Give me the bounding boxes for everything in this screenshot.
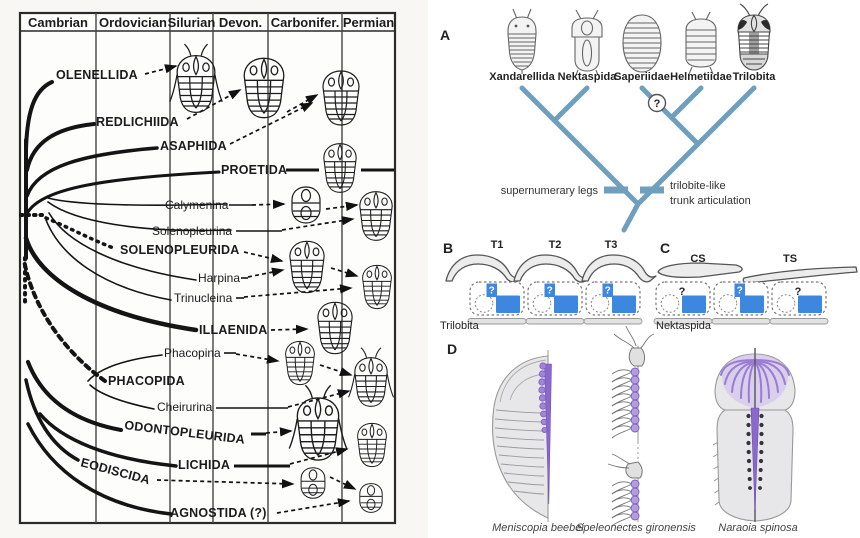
phylogeny-branches xyxy=(19,80,232,516)
period-silurian: Silurian xyxy=(168,15,216,30)
period-headers: Cambrian Ordovician Silurian Devon. Carb… xyxy=(28,15,394,30)
segment-question: ? xyxy=(489,286,495,297)
panel-c: C CS TS ? ? xyxy=(653,240,858,332)
trilobita-icon xyxy=(737,3,771,71)
taxon-solenopleurida: SOLENOPLEURIDA xyxy=(120,243,239,257)
cephalic-shield-label: CS xyxy=(690,253,705,265)
panel-c-taxon: Nektaspida xyxy=(656,320,712,332)
trilobite-segments: ? ? ? xyxy=(467,281,643,325)
clado-taxon-xandarellida: Xandarellida xyxy=(489,71,555,83)
character-trunk-articulation-line1: trilobite-like xyxy=(670,180,726,192)
speleonectes-drawing xyxy=(607,325,655,527)
panel-c-label: C xyxy=(660,240,670,256)
species-naraoia: Naraoia spinosa xyxy=(718,522,798,534)
taxon-cheirurina: Cheirurina xyxy=(157,400,213,414)
trunk-shield-label: TS xyxy=(783,253,797,265)
segment-question: ? xyxy=(737,286,743,297)
clado-taxon-saperiidae: Saperiidae xyxy=(614,71,670,83)
character-tick-left xyxy=(604,186,628,194)
period-cambrian: Cambrian xyxy=(28,15,88,30)
saperiidae-icon xyxy=(622,14,662,73)
taxon-harpina: Harpina xyxy=(198,271,240,285)
segment-question: ? xyxy=(795,286,802,298)
clado-taxon-nektaspida: Nektaspida xyxy=(558,71,618,83)
clado-taxon-trilobita: Trilobita xyxy=(733,71,777,83)
period-permian: Permian xyxy=(343,15,394,30)
uncertain-sternite-chip xyxy=(544,283,555,297)
species-meniscopia: Meniscopia beebei xyxy=(492,522,584,534)
taxon-solenopleurina: Solenopleurina xyxy=(152,224,232,238)
naraoia-drawing xyxy=(712,348,796,522)
uncertain-sternite-chip xyxy=(602,283,613,297)
character-supernumerary-legs: supernumerary legs xyxy=(501,185,599,197)
period-devonian: Devon. xyxy=(219,15,262,30)
tergite-t1-label: T1 xyxy=(491,239,504,251)
panel-b-taxon: Trilobita xyxy=(440,320,480,332)
taxon-illaenida: ILLAENIDA xyxy=(199,323,267,337)
helmetiidae-icon xyxy=(685,11,717,75)
uncertainty-circle xyxy=(647,93,667,113)
range-lines xyxy=(216,168,394,468)
uncertain-sternite-chip xyxy=(486,283,497,297)
taxon-calymenina: Calymenina xyxy=(165,198,229,212)
tergite-shapes xyxy=(445,254,657,283)
taxon-phacopina: Phacopina xyxy=(164,346,221,360)
taxon-agnostida: AGNOSTIDA (?) xyxy=(170,506,267,520)
period-carboniferous: Carbonifer. xyxy=(271,15,340,30)
taxon-olenellida: OLENELLIDA xyxy=(56,68,138,82)
character-trunk-articulation-line2: trunk articulation xyxy=(670,195,751,207)
cladogram-tree xyxy=(519,85,757,233)
uncertain-sternite-chip xyxy=(734,283,745,297)
panel-b: B T1 T2 T3 ? xyxy=(440,239,657,332)
panel-a: A xyxy=(440,3,777,233)
segment-question: ? xyxy=(547,286,553,297)
species-speleonectes: Speleonectes gironensis xyxy=(576,522,696,534)
taxon-trinucleina: Trinucleina xyxy=(174,291,233,305)
range-chart: Cambrian Ordovician Silurian Devon. Carb… xyxy=(0,0,428,538)
period-ordovician: Ordovician xyxy=(99,15,167,30)
character-tick-right xyxy=(640,186,664,194)
taxon-lichida: LICHIDA xyxy=(178,458,230,472)
taxon-proetida: PROETIDA xyxy=(221,163,287,177)
taxon-phacopida: PHACOPIDA xyxy=(108,374,185,388)
panel-d: D xyxy=(447,325,798,534)
segment-question: ? xyxy=(605,286,611,297)
taxon-asaphida: ASAPHIDA xyxy=(160,139,227,153)
panel-b-label: B xyxy=(443,240,453,256)
shield-shapes xyxy=(657,262,858,284)
clado-taxon-helmetiidae: Helmetiidae xyxy=(670,71,732,83)
tergite-t3-label: T3 xyxy=(605,239,618,251)
panel-d-label: D xyxy=(447,341,457,357)
segment-question: ? xyxy=(679,286,686,298)
tergite-t2-label: T2 xyxy=(549,239,562,251)
range-arrows xyxy=(144,64,359,514)
nektaspida-icon xyxy=(571,9,603,76)
xandarellida-icon xyxy=(507,8,537,74)
uncertainty-question-mark: ? xyxy=(654,98,661,110)
taxon-redlichiida: REDLICHIIDA xyxy=(96,115,179,129)
panel-a-label: A xyxy=(440,27,450,43)
meniscopia-drawing xyxy=(492,350,552,522)
nektaspid-segments: ? ? ? xyxy=(653,281,829,325)
